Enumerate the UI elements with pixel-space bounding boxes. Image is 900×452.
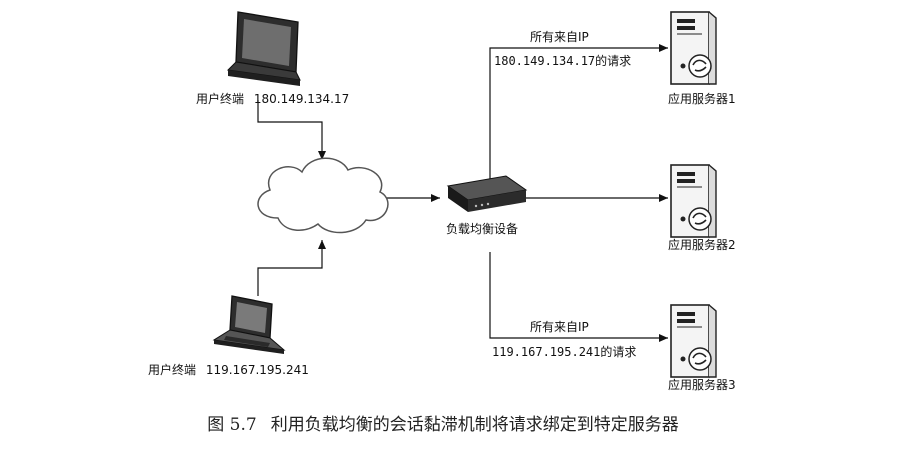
cloud-icon bbox=[257, 157, 389, 234]
server1-label: 应用服务器1 bbox=[668, 92, 736, 106]
route-top-line1: 所有来自IP bbox=[530, 30, 589, 44]
connections bbox=[257, 44, 668, 342]
client1-ip: 180.149.134.17 bbox=[253, 92, 350, 106]
client1-label: 用户终端 180.149.134.17 bbox=[196, 92, 349, 106]
figure-caption: 图 5.7 利用负载均衡的会话黏滞机制将请求绑定到特定服务器 bbox=[0, 410, 900, 435]
server-icon bbox=[670, 304, 717, 378]
caption-number: 图 5.7 bbox=[207, 415, 257, 435]
balancer-label: 负载均衡设备 bbox=[446, 222, 519, 236]
route-bottom-line2: 119.167.195.241的请求 bbox=[492, 345, 637, 359]
server2-label: 应用服务器2 bbox=[668, 238, 736, 252]
server-icon bbox=[670, 164, 717, 238]
client2-label: 用户终端 119.167.195.241 bbox=[148, 363, 309, 377]
link-balancer-to-server3 bbox=[489, 252, 668, 342]
server-icon bbox=[670, 11, 717, 85]
route-bottom-line1: 所有来自IP bbox=[530, 320, 589, 334]
caption-text: 利用负载均衡的会话黏滞机制将请求绑定到特定服务器 bbox=[270, 415, 679, 435]
laptop-icon bbox=[212, 295, 286, 354]
link-client2-to-cloud bbox=[257, 240, 326, 296]
client2-ip: 119.167.195.241 bbox=[205, 363, 309, 377]
client2-name: 用户终端 bbox=[148, 363, 197, 377]
link-client1-to-cloud bbox=[257, 100, 326, 160]
server3-label: 应用服务器3 bbox=[668, 378, 736, 392]
route-top-line2: 180.149.134.17的请求 bbox=[494, 54, 632, 68]
load-balancer-icon bbox=[446, 175, 528, 212]
client1-name: 用户终端 bbox=[196, 92, 245, 106]
link-balancer-to-server1 bbox=[489, 44, 668, 182]
laptop-icon bbox=[226, 11, 301, 86]
